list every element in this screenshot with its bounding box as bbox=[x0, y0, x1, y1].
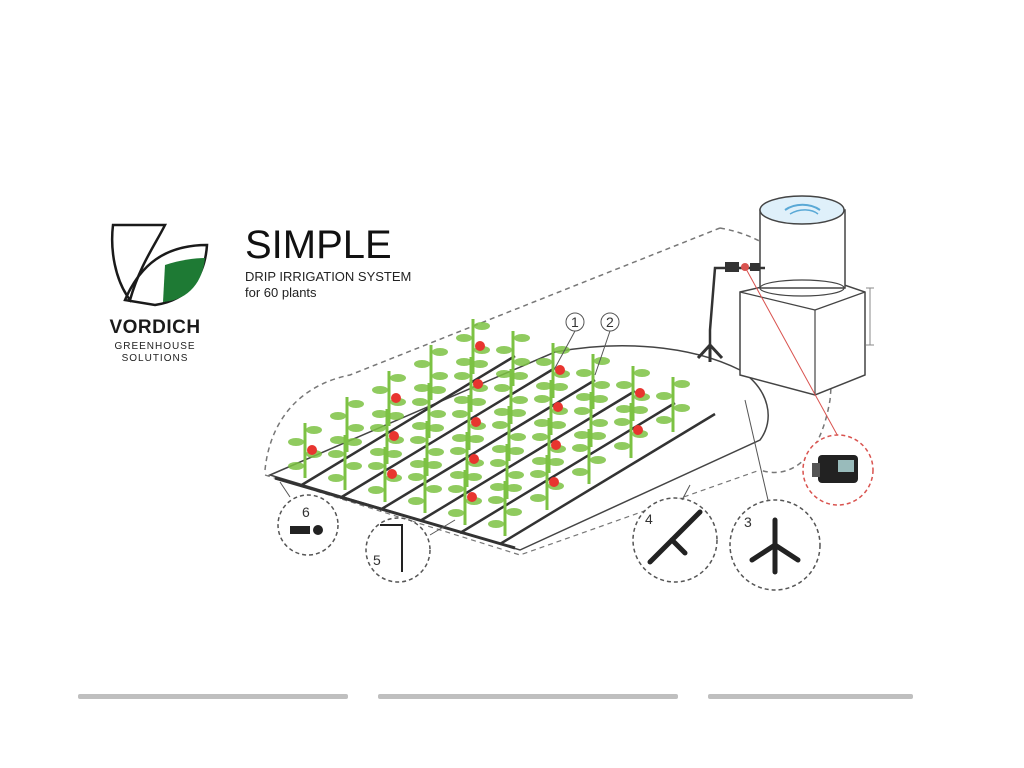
tomato-fruit bbox=[555, 365, 565, 375]
supply-pipe bbox=[708, 266, 765, 350]
callout-label-4: 4 bbox=[645, 511, 653, 527]
tomato-plant bbox=[372, 371, 406, 426]
tomato-plant bbox=[454, 357, 488, 412]
lateral-line bbox=[379, 378, 596, 512]
tomato-fruit bbox=[391, 393, 401, 403]
tomato-plant bbox=[572, 429, 606, 484]
water-surface-icon bbox=[784, 203, 821, 211]
title-subline-2: for 60 plants bbox=[245, 285, 317, 300]
tomato-fruit bbox=[633, 425, 643, 435]
title-block: SIMPLE DRIP IRRIGATION SYSTEM for 60 pla… bbox=[245, 225, 411, 301]
tomato-fruit bbox=[389, 431, 399, 441]
inline-connector-icon bbox=[647, 509, 703, 565]
timer-leader bbox=[744, 266, 841, 441]
water-timer-icon bbox=[812, 455, 858, 483]
leaf-logo-icon bbox=[110, 223, 209, 307]
tomato-plant bbox=[536, 343, 570, 398]
tomato-fruit bbox=[307, 445, 317, 455]
tomato-plant bbox=[328, 435, 362, 490]
plants-group bbox=[288, 319, 690, 536]
caption-strip bbox=[78, 694, 913, 699]
tomato-plant bbox=[614, 403, 648, 458]
tomato-fruit bbox=[549, 477, 559, 487]
water-tank bbox=[739, 195, 874, 396]
tomato-plant bbox=[656, 377, 690, 432]
lateral-line bbox=[499, 412, 716, 546]
tomato-fruit bbox=[551, 440, 561, 450]
callout-label-3: 3 bbox=[744, 514, 752, 530]
tomato-fruit bbox=[635, 388, 645, 398]
page-title: SIMPLE bbox=[245, 223, 392, 267]
callout-circle-5 bbox=[365, 517, 431, 583]
greenhouse-outline bbox=[264, 227, 721, 471]
callout-circle-6 bbox=[277, 494, 339, 556]
title-subline-1: DRIP IRRIGATION SYSTEM bbox=[245, 269, 412, 284]
brand-subtitle-line1: GREENHOUSE bbox=[114, 341, 196, 352]
tomato-fruit bbox=[467, 492, 477, 502]
tomato-plant bbox=[530, 455, 564, 510]
valve-icon bbox=[725, 262, 760, 272]
tomato-fruit bbox=[471, 417, 481, 427]
brand-logo: VORDICH GREENHOUSE SOLUTIONS bbox=[95, 220, 230, 370]
lateral-lines bbox=[299, 354, 716, 546]
callout-label-6: 6 bbox=[302, 504, 310, 520]
tomato-plant bbox=[368, 447, 402, 502]
main-pipe bbox=[274, 476, 516, 550]
brand-name: VORDICH bbox=[109, 317, 201, 338]
tomato-plant bbox=[496, 331, 530, 386]
tomato-plant bbox=[288, 423, 322, 478]
tomato-plant bbox=[488, 481, 522, 536]
tomato-plant bbox=[448, 470, 482, 525]
tomato-plant bbox=[408, 458, 442, 513]
callout-label-5: 5 bbox=[373, 552, 381, 568]
lateral-line bbox=[419, 389, 636, 523]
tomato-plant bbox=[456, 319, 490, 374]
lateral-line bbox=[299, 354, 516, 488]
tomato-fruit bbox=[475, 341, 485, 351]
tomato-fruit bbox=[553, 402, 563, 412]
lateral-line bbox=[339, 366, 556, 500]
callout-label-2: 2 bbox=[606, 314, 614, 330]
brand-subtitle-line2: SOLUTIONS bbox=[121, 353, 189, 364]
drip-stake-icon bbox=[380, 524, 403, 572]
splitter-icon bbox=[696, 343, 724, 362]
lateral-line bbox=[459, 401, 676, 535]
tee-connector-icon bbox=[749, 517, 801, 575]
tomato-fruit bbox=[387, 469, 397, 479]
bed-outline bbox=[267, 345, 769, 551]
tomato-fruit bbox=[469, 454, 479, 464]
end-plug-icon bbox=[290, 525, 323, 535]
callout-label-1: 1 bbox=[571, 314, 579, 330]
tomato-fruit bbox=[473, 379, 483, 389]
